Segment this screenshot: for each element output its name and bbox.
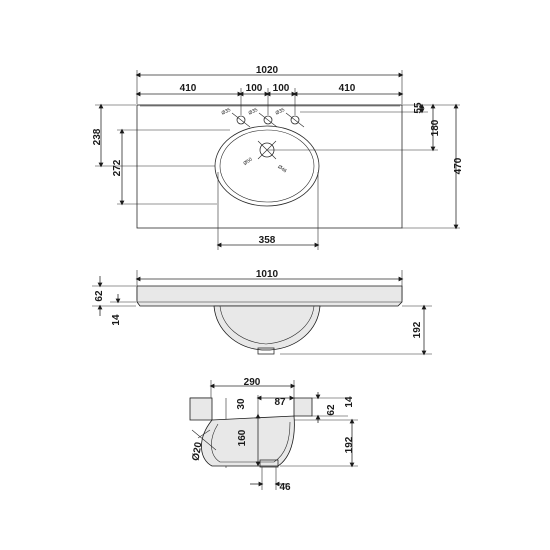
side-total-height: 192: [344, 436, 355, 453]
plan-segment-right: 410: [339, 83, 356, 94]
front-overall-width: 1010: [256, 269, 279, 280]
svg-text:Ø35: Ø35: [248, 107, 259, 117]
plan-bowl-depth: 272: [112, 159, 123, 176]
side-slab: [189, 397, 213, 421]
side-view: 290 62 30 87 62 14 160 192 Ø20: [189, 377, 358, 493]
front-top-thickness: 62: [94, 290, 105, 302]
plan-depth-180: 180: [430, 119, 441, 136]
side-right-62: 62: [326, 404, 337, 416]
front-bowl: [213, 305, 321, 351]
bowl-inner: [219, 129, 315, 203]
side-waste-width: 46: [279, 482, 291, 493]
plan-bowl-width: 358: [259, 235, 276, 246]
svg-text:Ø35: Ø35: [221, 107, 232, 117]
tap-hole-center: Ø35: [248, 107, 278, 128]
bowl-outer: [214, 125, 320, 207]
front-bowl-height: 192: [412, 321, 423, 338]
plan-segment-left: 410: [180, 83, 197, 94]
tap-hole-left: Ø35: [221, 107, 251, 128]
side-inner-height: 160: [237, 429, 248, 446]
front-view: 1010 62 14 192: [92, 269, 432, 356]
svg-text:Ø35: Ø35: [275, 107, 286, 117]
plan-depth-55: 55: [413, 102, 424, 114]
plan-segment-mid-right: 100: [273, 83, 290, 94]
side-right-14: 14: [344, 396, 355, 408]
plan-view: 1020 410 100 100 410 Ø35 Ø35 Ø35: [92, 65, 464, 250]
side-waste-offset: 87: [274, 397, 286, 408]
side-inner-offset: 30: [236, 398, 247, 410]
front-lip-thickness: 14: [111, 314, 122, 326]
svg-text:Ø50: Ø50: [242, 156, 253, 166]
side-bowl-width: 290: [244, 377, 261, 388]
tap-hole-right: Ø35: [275, 107, 305, 128]
side-overflow-dia: Ø20: [190, 441, 204, 462]
plan-segment-mid-left: 100: [246, 83, 263, 94]
plan-overall-width: 1020: [256, 65, 279, 76]
plan-bowl-offset: 238: [92, 128, 103, 145]
svg-text:Ø46: Ø46: [276, 164, 287, 174]
countertop-slab: [136, 285, 403, 307]
plan-depth-470: 470: [453, 157, 464, 174]
